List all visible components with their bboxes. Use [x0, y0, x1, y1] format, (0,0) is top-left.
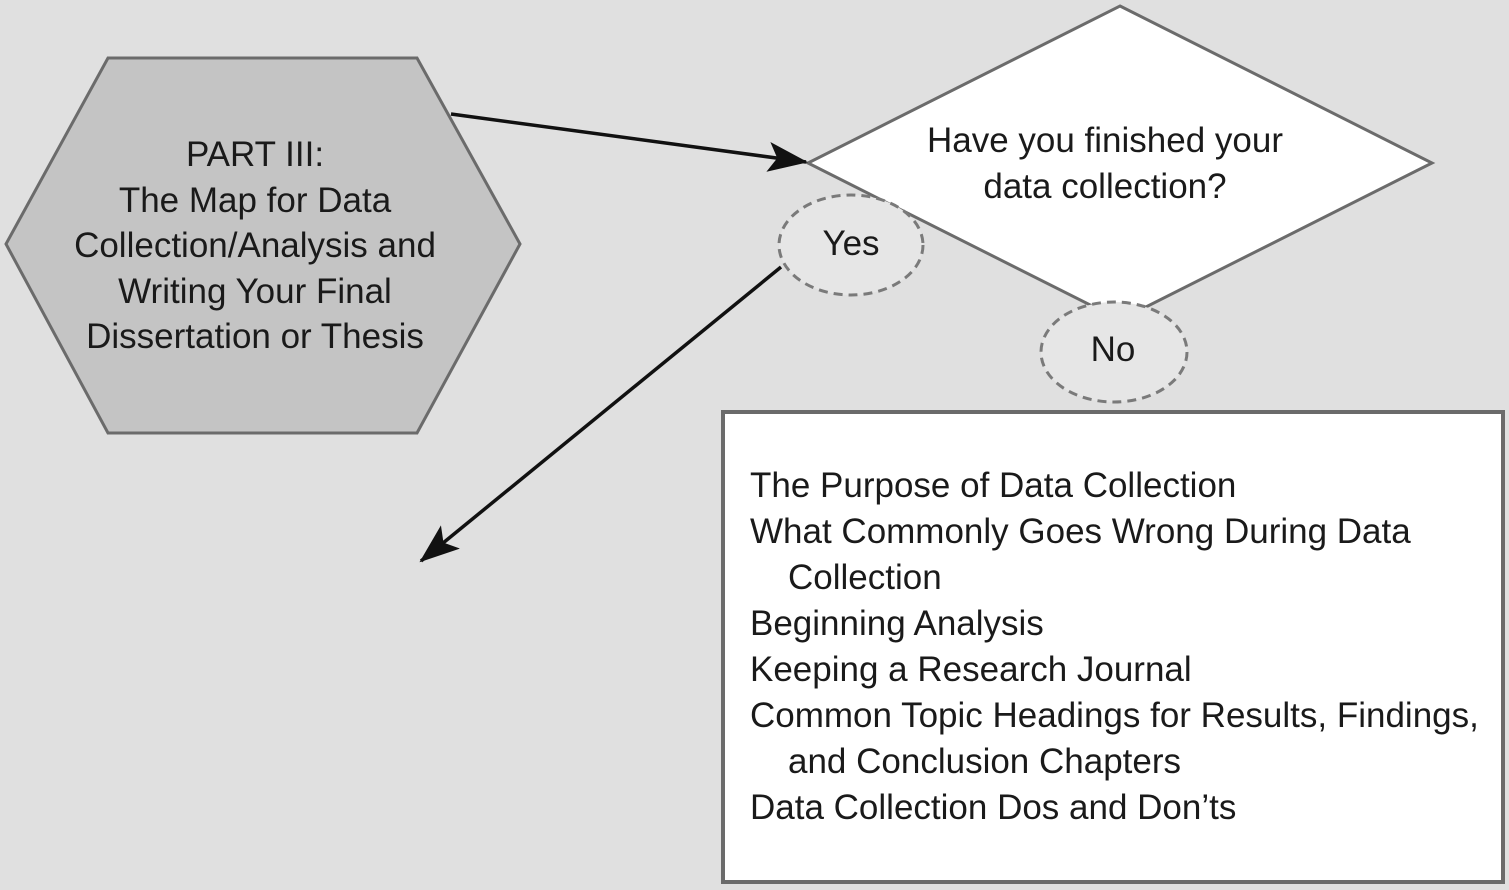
decision-question: Have you finished your data collection? — [860, 118, 1350, 210]
start-node-line: Dissertation or Thesis — [86, 317, 424, 356]
start-node-line: Collection/Analysis and — [74, 226, 436, 265]
yes-oval — [777, 193, 925, 297]
arrow-to-decision — [450, 112, 808, 172]
hexagon-node-shape — [4, 56, 522, 435]
topic-item: What Commonly Goes Wrong During Data Col… — [750, 512, 1411, 597]
yes-label: Yes — [822, 224, 880, 263]
start-node-line: PART III: — [185, 135, 325, 174]
topic-item: The Purpose of Data Collection — [750, 466, 1237, 505]
arrow-yes-branch — [419, 265, 783, 563]
topics-list: The Purpose of Data Collection What Comm… — [750, 463, 1490, 831]
start-node-line: Writing Your Final — [118, 271, 392, 311]
start-node-line: The Map for Data — [118, 180, 392, 220]
decision-question-line: data collection? — [983, 167, 1227, 206]
topic-item: Keeping a Research Journal — [750, 650, 1192, 689]
topic-item: Beginning Analysis — [750, 604, 1044, 643]
no-label: No — [1090, 330, 1136, 369]
start-node-label: PART III: The Map for Data Collection/An… — [40, 132, 470, 360]
topic-item: Common Topic Headings for Results, Findi… — [750, 696, 1479, 781]
topic-item: Data Collection Dos and Don’ts — [750, 788, 1237, 827]
no-oval — [1039, 300, 1189, 404]
decision-question-line: Have you finished your — [926, 121, 1284, 160]
topics-box — [721, 410, 1505, 884]
